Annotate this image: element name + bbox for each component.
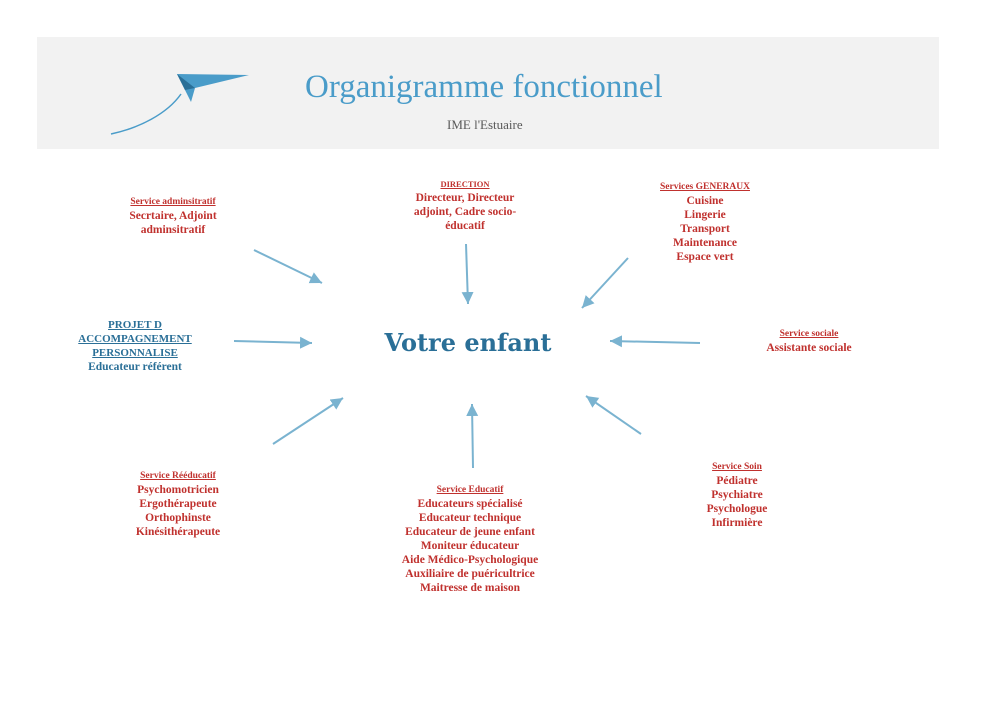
box-service-administratif: Service adminsitratif Secrtaire, Adjoint… xyxy=(88,195,258,237)
box-heading: Service Soin xyxy=(712,462,762,472)
box-heading: PERSONNALISE xyxy=(92,347,178,359)
page-subtitle: IME l'Estuaire xyxy=(447,117,523,132)
box-line: Psychologue xyxy=(706,503,768,515)
box-line: Lingerie xyxy=(684,209,726,221)
box-line: Psychomotricien xyxy=(137,484,219,496)
box-line: Auxiliaire de puéricultrice xyxy=(405,568,535,580)
box-direction: direction Directeur, Directeur adjoint, … xyxy=(380,177,550,233)
box-service-educatif: Service Educatif Educateurs spécialisé E… xyxy=(370,483,570,595)
arrow-projet xyxy=(233,336,313,349)
box-heading: Service sociale xyxy=(779,329,839,339)
arrow-soin xyxy=(585,395,642,435)
box-line: éducatif xyxy=(445,220,485,232)
box-line: Transport xyxy=(680,223,730,235)
page-title: Organigramme fonctionnel xyxy=(305,69,663,105)
box-line: Cuisine xyxy=(686,195,724,207)
box-line: Aide Médico-Psychologique xyxy=(401,554,539,566)
box-heading: Service Educatif xyxy=(436,485,504,495)
box-line: Maintenance xyxy=(673,237,737,249)
box-service-sociale: Service sociale Assistante sociale xyxy=(724,327,894,355)
box-line: Secrtaire, Adjoint xyxy=(129,210,217,222)
box-projet-accompagnement: PROJET D ACCOMPAGNEMENT PERSONNALISE Edu… xyxy=(50,318,220,374)
box-line: Orthophinste xyxy=(145,512,211,524)
box-line: Educateurs spécialisé xyxy=(417,498,523,510)
box-line: Infirmière xyxy=(711,517,763,529)
arrow-direction xyxy=(461,243,474,305)
box-heading: PROJET D xyxy=(108,319,162,331)
box-line: Educateur technique xyxy=(418,512,522,524)
box-line: Moniteur éducateur xyxy=(420,540,520,552)
box-line: adjoint, Cadre socio- xyxy=(413,206,517,218)
box-service-reeducatif: Service Rééducatif Psychomotricien Ergot… xyxy=(93,469,263,539)
arrow-generaux xyxy=(581,257,629,309)
box-line: Educateur de jeune enfant xyxy=(405,526,535,538)
box-line: Educateur référent xyxy=(88,361,182,373)
arrow-educatif xyxy=(466,403,479,469)
box-line: Assistante sociale xyxy=(766,342,852,354)
box-line: Directeur, Directeur xyxy=(415,192,515,204)
box-heading: Service adminsitratif xyxy=(130,197,216,207)
center-label: Votre enfant xyxy=(384,328,552,357)
paper-plane-icon xyxy=(110,74,249,135)
box-line: Kinésithérapeute xyxy=(135,526,221,538)
arrow-sociale xyxy=(609,335,701,348)
box-line: Ergothérapeute xyxy=(139,498,217,510)
box-line: Pédiatre xyxy=(716,475,758,487)
box-line: Maitresse de maison xyxy=(419,582,521,594)
arrow-admin xyxy=(253,249,323,284)
arrow-reeducatif xyxy=(272,397,344,445)
box-services-generaux: Services GENERAUX Cuisine Lingerie Trans… xyxy=(620,180,790,264)
box-heading: ACCOMPAGNEMENT xyxy=(78,333,192,345)
box-heading: direction xyxy=(440,179,490,189)
box-line: Psychiatre xyxy=(711,489,763,501)
box-heading: Service Rééducatif xyxy=(140,471,216,481)
header-banner: Organigramme fonctionnel IME l'Estuaire xyxy=(37,37,939,149)
box-line: Espace vert xyxy=(676,251,734,263)
box-line: adminsitratif xyxy=(140,224,206,236)
box-heading: Services GENERAUX xyxy=(660,182,750,192)
box-service-soin: Service Soin Pédiatre Psychiatre Psychol… xyxy=(652,460,822,530)
